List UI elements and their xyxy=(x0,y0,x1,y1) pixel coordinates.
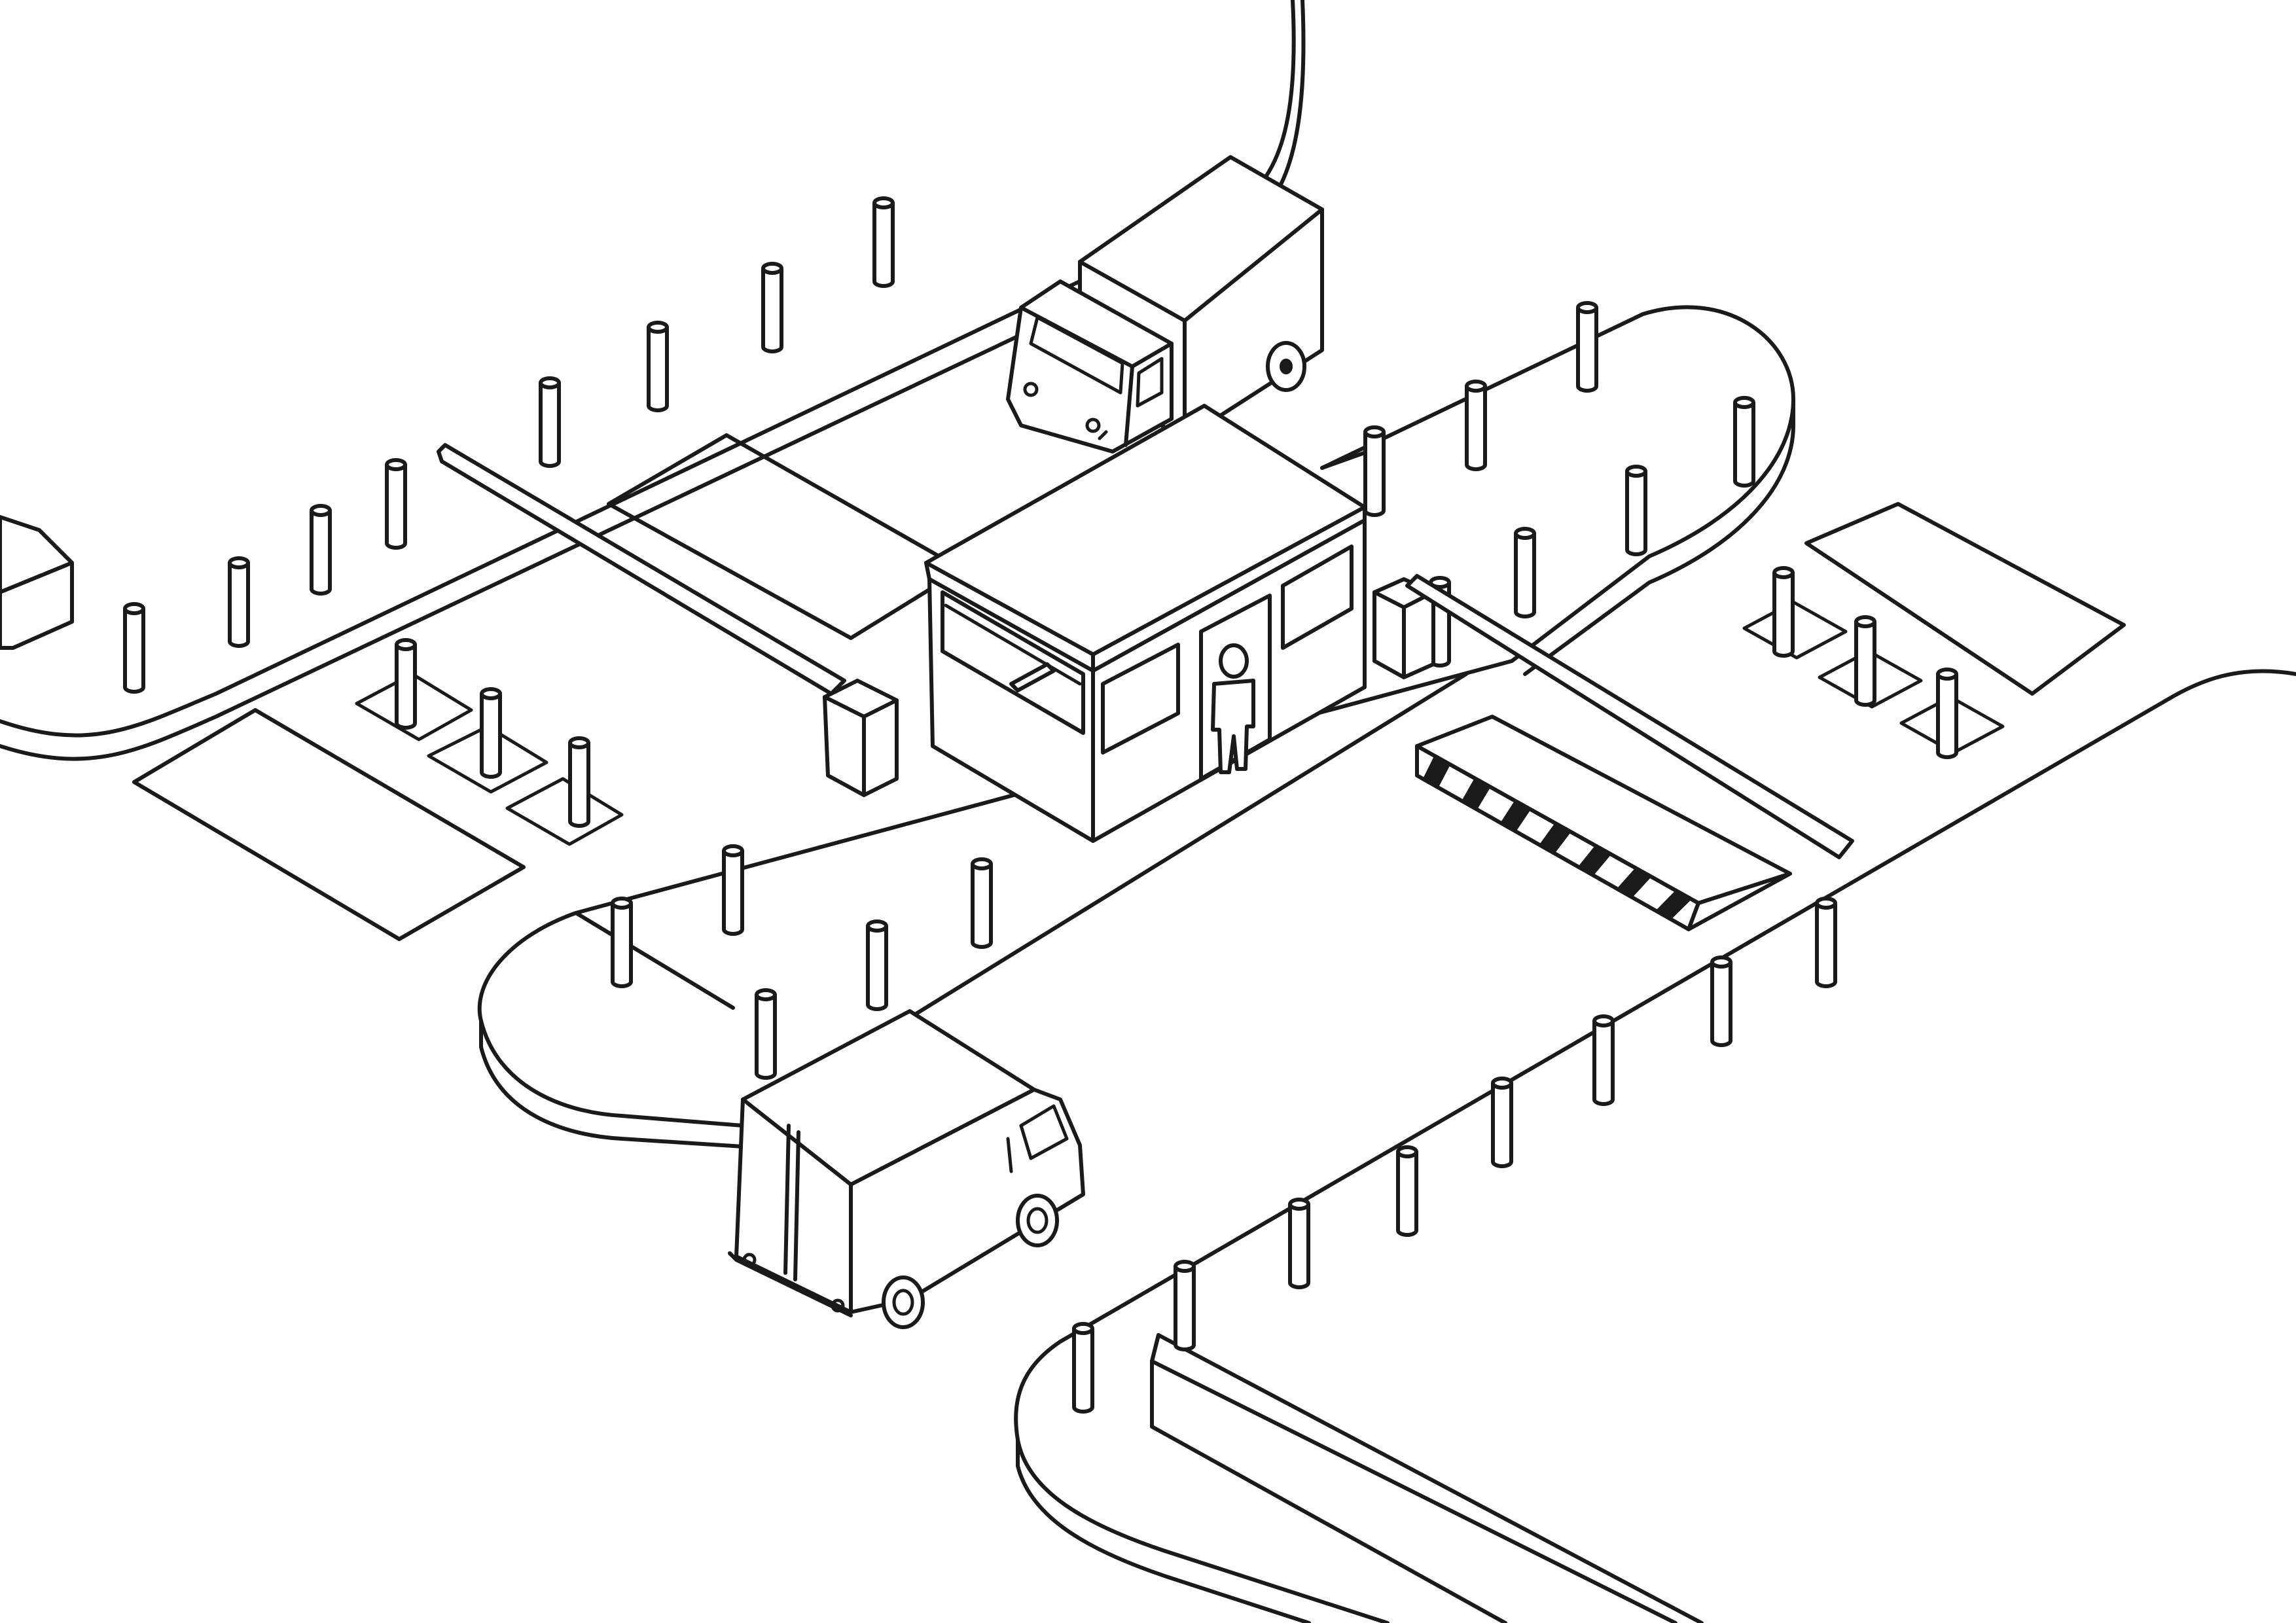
bollard xyxy=(228,561,250,648)
bollard-top xyxy=(647,321,669,334)
bollard xyxy=(123,607,145,694)
hazard-stripe xyxy=(1500,800,1531,832)
parking-bay-left xyxy=(132,708,526,941)
bollard xyxy=(1396,1150,1418,1237)
bollard-top xyxy=(1625,465,1647,478)
bollard xyxy=(722,849,744,936)
bollard xyxy=(872,201,895,288)
bollard-top xyxy=(1592,1014,1615,1027)
bollard xyxy=(1576,306,1598,393)
bollard-top xyxy=(1815,897,1837,910)
bollard-top xyxy=(123,602,145,615)
bollard-top xyxy=(866,919,888,933)
bollard-top xyxy=(1465,380,1487,393)
bollard xyxy=(1465,384,1487,471)
bollard-top xyxy=(722,844,744,857)
bollard-top xyxy=(1710,955,1732,969)
parking-bay-top xyxy=(607,433,964,640)
bollard-top xyxy=(228,556,250,569)
bollard-top xyxy=(1396,1145,1418,1158)
bollard-top xyxy=(395,638,417,651)
bollard xyxy=(568,741,590,828)
bollard-top xyxy=(1174,1260,1196,1273)
bollard xyxy=(1772,571,1795,658)
guard-figure xyxy=(1211,643,1255,774)
bollard-top xyxy=(872,196,895,209)
hazard-stripe xyxy=(1539,823,1571,854)
curb-bottom-right xyxy=(1014,669,2296,1623)
bollard-top xyxy=(1491,1077,1513,1090)
bollards xyxy=(123,196,1958,1414)
bollard xyxy=(971,862,993,949)
trailer-left xyxy=(0,515,74,650)
boom-barrier-left xyxy=(437,443,899,797)
van-bottom xyxy=(728,1009,1085,1329)
bollard-top xyxy=(1363,425,1386,438)
bollard xyxy=(1710,960,1732,1047)
bollard-top xyxy=(1733,396,1755,409)
bollard xyxy=(1174,1264,1196,1351)
bollard-top xyxy=(539,376,561,389)
bollard xyxy=(1815,901,1837,988)
bollard xyxy=(1072,1327,1094,1414)
bollard xyxy=(539,381,561,468)
hazard-stripe xyxy=(1655,890,1692,919)
bollard-top xyxy=(1936,668,1958,681)
bollard-top xyxy=(1576,301,1598,314)
hazard-stripe xyxy=(1617,868,1652,898)
bollard xyxy=(1625,469,1647,556)
hazard-stripe xyxy=(1462,778,1491,810)
curb-right-island xyxy=(1320,305,1795,676)
bollard-top xyxy=(1072,1322,1094,1335)
bollard-top xyxy=(568,736,590,749)
bollard xyxy=(310,508,332,596)
bollard xyxy=(1491,1081,1513,1168)
bollard xyxy=(755,993,777,1080)
bollard xyxy=(1514,531,1536,618)
bollard xyxy=(611,901,633,988)
bollard-top xyxy=(1288,1198,1310,1211)
parking-bay-right xyxy=(1804,502,2126,696)
bollard-top xyxy=(755,988,777,1001)
bollard xyxy=(1733,401,1755,488)
bollard-top xyxy=(385,458,407,471)
bollard-top xyxy=(1854,615,1876,628)
bollard xyxy=(1854,620,1876,707)
bollard xyxy=(385,463,407,550)
bollard-top xyxy=(611,897,633,910)
hazard-stripe xyxy=(1578,845,1611,876)
parking-bay-bottom-strip xyxy=(1150,1333,1704,1623)
bollard-top xyxy=(310,504,332,517)
bollard-top xyxy=(1514,527,1536,540)
blocker-hazard-stripes xyxy=(1422,755,1692,919)
bollard-top xyxy=(971,857,993,870)
bollard xyxy=(866,924,888,1011)
guard-booth xyxy=(924,404,1367,843)
bollard xyxy=(480,692,502,779)
bollard xyxy=(1936,672,1958,759)
bollard-top xyxy=(480,687,502,700)
road-blocker xyxy=(1415,715,1792,931)
bollard xyxy=(647,325,669,412)
bollard-top xyxy=(761,262,783,275)
bollard xyxy=(761,266,783,353)
hazard-stripe xyxy=(1422,755,1450,788)
boom-barrier-right xyxy=(1372,574,1854,859)
bollard-top xyxy=(1772,566,1795,579)
truck-top xyxy=(1006,155,1324,454)
bollard xyxy=(1592,1019,1615,1106)
bollard xyxy=(1363,430,1386,517)
bollard xyxy=(1288,1202,1310,1289)
bollard xyxy=(395,643,417,730)
